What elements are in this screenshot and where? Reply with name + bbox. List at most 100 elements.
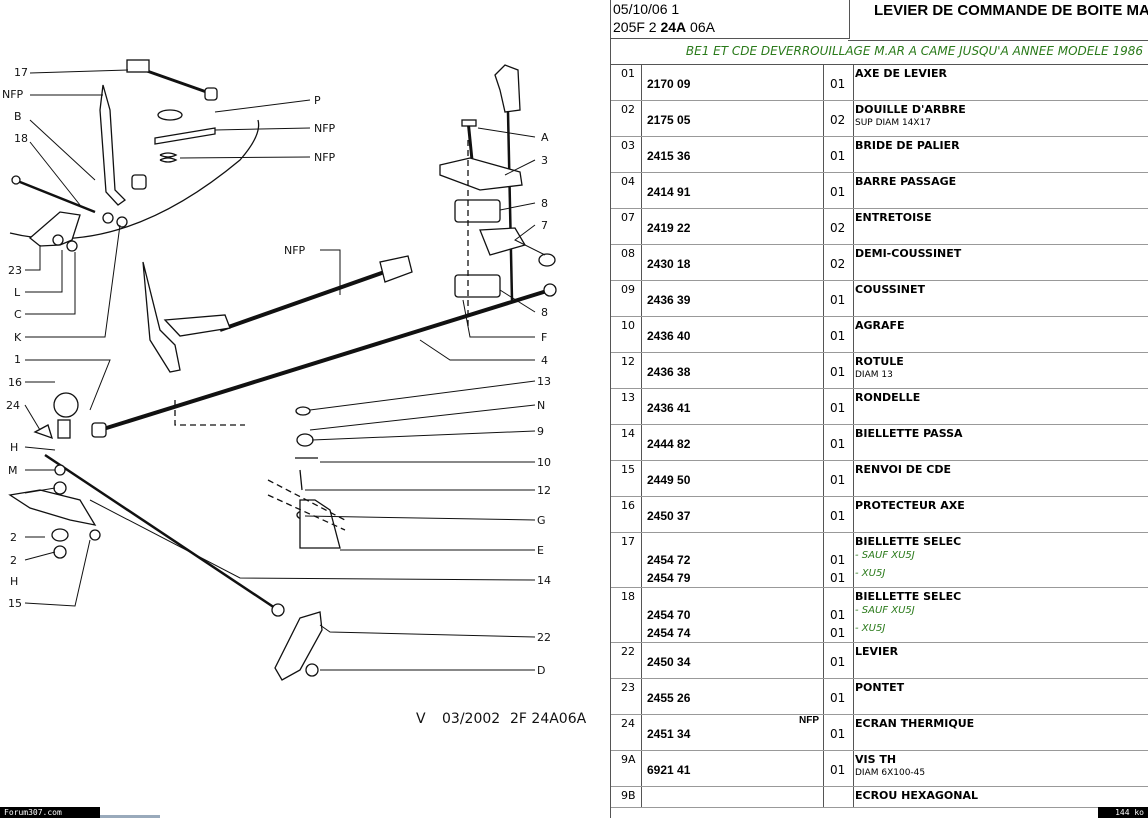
part-quantity-cell: 01	[824, 353, 854, 388]
part-description-cell: LEVIER	[854, 643, 1148, 678]
part-description-cell: AGRAFE	[854, 317, 1148, 352]
part-note: DIAM 13	[855, 370, 893, 380]
part-reference[interactable]: 2436 41	[647, 401, 691, 415]
part-reference[interactable]: 2455 26	[647, 691, 691, 705]
part-reference-cell: 2415 36	[643, 137, 824, 172]
part-reference[interactable]: 2454 74	[647, 626, 691, 640]
document-title: LEVIER DE COMMANDE DE BOITE MA	[848, 0, 1148, 41]
part-reference[interactable]: 2430 18	[647, 257, 691, 271]
document-reference: 05/10/06 1 205F 2 24A 06A	[611, 0, 850, 39]
callout-10: 10	[537, 456, 551, 469]
part-index: 17	[611, 533, 642, 587]
document-subtitle: BE1 ET CDE DEVERROUILLAGE M.AR A CAME JU…	[685, 44, 1143, 58]
part-quantity-cell: 01	[824, 425, 854, 460]
part-reference[interactable]: 2450 37	[647, 509, 691, 523]
part-reference[interactable]: 2436 39	[647, 293, 691, 307]
part-index: 13	[611, 389, 642, 424]
part-note: SUP DIAM 14X17	[855, 118, 932, 128]
part-reference[interactable]: 2415 36	[647, 149, 691, 163]
part-quantity: 01	[830, 626, 846, 640]
parts-list-panel: 05/10/06 1 205F 2 24A 06A LEVIER DE COMM…	[610, 0, 1148, 818]
callout-h: H	[10, 441, 18, 454]
part-quantity-cell: 02	[824, 209, 854, 244]
callout-nfp-c: NFP	[284, 244, 306, 257]
file-size-badge: 144 ko	[1098, 807, 1148, 818]
part-description-cell: BIELLETTE PASSA	[854, 425, 1148, 460]
part-quantity: 01	[830, 571, 846, 585]
callout-12: 12	[537, 484, 551, 497]
part-index: 15	[611, 461, 642, 496]
part-index: 16	[611, 497, 642, 532]
part-quantity-cell: 01	[824, 751, 854, 786]
part-index: 01	[611, 65, 642, 100]
part-index: 9B	[611, 787, 642, 807]
callout-p: P	[314, 94, 321, 107]
part-reference[interactable]: 2419 22	[647, 221, 691, 235]
part-quantity: 01	[830, 365, 846, 379]
part-quantity: 01	[830, 763, 846, 777]
part-variant: - XU5J	[855, 568, 886, 579]
part-quantity-cell: 01	[824, 715, 854, 750]
part-reference[interactable]: 2450 34	[647, 655, 691, 669]
part-description-cell: PROTECTEUR AXE	[854, 497, 1148, 532]
part-quantity-cell: 01	[824, 461, 854, 496]
part-quantity: 01	[830, 691, 846, 705]
part-title: PONTET	[855, 681, 905, 694]
part-reference[interactable]: 2454 70	[647, 608, 691, 622]
part-reference[interactable]: 2436 38	[647, 365, 691, 379]
part-reference[interactable]: 2436 40	[647, 329, 691, 343]
part-quantity: 01	[830, 509, 846, 523]
part-reference[interactable]: 2454 79	[647, 571, 691, 585]
part-reference[interactable]: 2414 91	[647, 185, 691, 199]
part-title: PROTECTEUR AXE	[855, 499, 965, 512]
part-row[interactable]: 16 2450 37 01 PROTECTEUR AXE	[611, 497, 1148, 533]
scroll-indicator[interactable]	[100, 815, 160, 818]
part-description-cell: BRIDE DE PALIER	[854, 137, 1148, 172]
callout-23: 23	[8, 264, 22, 277]
part-reference[interactable]: 2175 05	[647, 113, 691, 127]
callout-24: 24	[6, 399, 20, 412]
part-quantity: 01	[830, 293, 846, 307]
part-title: ENTRETOISE	[855, 211, 932, 224]
part-title: AXE DE LEVIER	[855, 67, 947, 80]
part-reference[interactable]: 2449 50	[647, 473, 691, 487]
part-reference[interactable]: 2451 34	[647, 727, 691, 741]
part-reference-cell: 2451 34	[643, 715, 824, 750]
part-title: BIELLETTE PASSA	[855, 427, 963, 440]
part-description-cell: ECRAN THERMIQUE	[854, 715, 1148, 750]
part-reference[interactable]: 2170 09	[647, 77, 691, 91]
callout-e: E	[537, 544, 544, 557]
part-title: ROTULE	[855, 355, 904, 368]
part-reference[interactable]: 2444 82	[647, 437, 691, 451]
part-title: RONDELLE	[855, 391, 921, 404]
part-index: 23	[611, 679, 642, 714]
part-title: RENVOI DE CDE	[855, 463, 951, 476]
part-reference[interactable]: 6921 41	[647, 763, 691, 777]
part-quantity: 02	[830, 113, 846, 127]
part-reference[interactable]: 2454 72	[647, 553, 691, 567]
part-index: 18	[611, 588, 642, 642]
part-quantity-cell: 01	[824, 281, 854, 316]
part-reference-cell: 2450 34	[643, 643, 824, 678]
part-variant: - SAUF XU5J	[855, 550, 915, 561]
